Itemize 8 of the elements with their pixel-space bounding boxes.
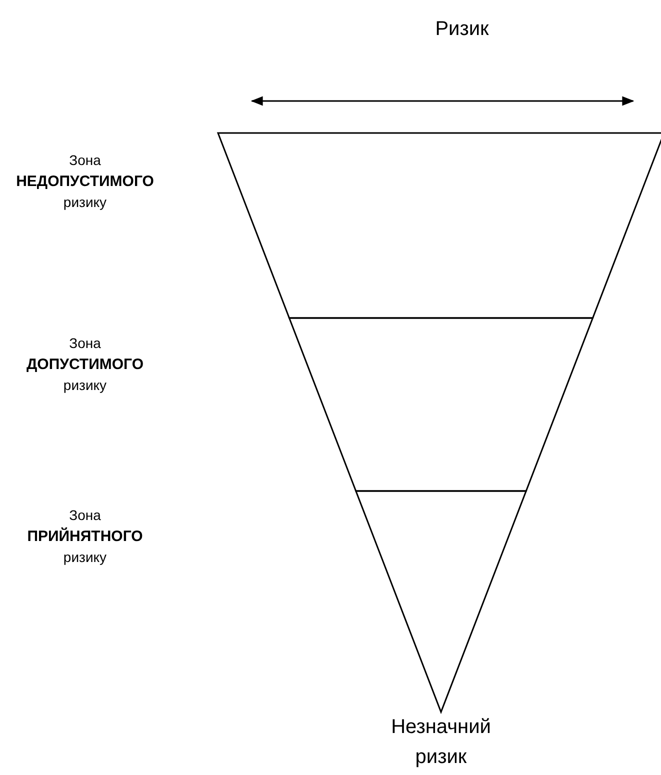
apex-label: Незначний ризик [390, 715, 492, 770]
risk-zone-band [216, 132, 661, 319]
zone-label: Зона ДОПУСТИМОГО ризику [25, 334, 144, 395]
risk-zone-band [354, 490, 528, 714]
axis-label: Ризик [434, 17, 490, 42]
zone-label: Зона ПРИЙНЯТНОГО ризику [26, 506, 144, 567]
zone-label: Зона НЕДОПУСТИМОГО ризику [15, 151, 155, 212]
risk-zone-band [288, 317, 594, 492]
